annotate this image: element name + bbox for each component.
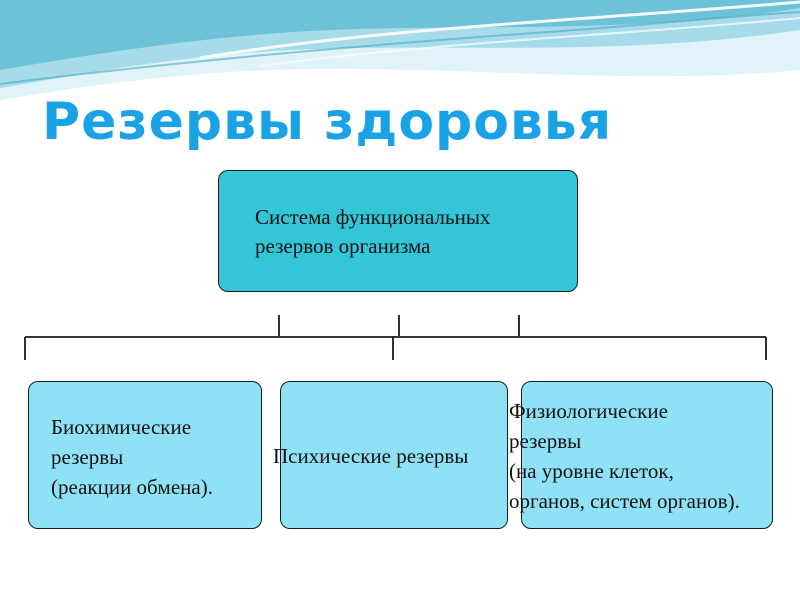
wave-line-white-2 <box>259 17 800 67</box>
wave-line-white <box>199 0 800 60</box>
box-text-line: Биохимические <box>51 415 192 439</box>
box-text-line: Психические резервы <box>273 444 469 468</box>
wave-line-blue <box>0 11 800 85</box>
box-text-line: органов, систем органов). <box>509 489 740 513</box>
box-psychic-reserves: Психические резервы <box>273 381 508 529</box>
box-functional-reserves: Система функциональных резервов организм… <box>218 170 578 292</box>
box-functional-reserves-text: Система функциональных резервов организм… <box>255 203 565 261</box>
box-text-line: Система функциональных <box>255 205 491 229</box>
slide-title: Резервы здоровья <box>42 92 613 152</box>
box-physiological-reserves-text: Физиологические резервы (на уровне клето… <box>509 396 740 516</box>
box-biochemical-reserves: Биохимические резервы (реакции обмена). <box>28 381 262 529</box>
box-text-line: резервов организма <box>255 234 431 258</box>
box-biochemical-reserves-text: Биохимические резервы (реакции обмена). <box>51 412 213 502</box>
box-psychic-reserves-text: Психические резервы <box>273 441 468 471</box>
box-text-line: (реакции обмена). <box>51 475 213 499</box>
box-text-line: Физиологические <box>509 399 668 423</box>
box-physiological-reserves: Физиологические резервы (на уровне клето… <box>509 381 773 529</box>
box-text-line: резервы <box>51 445 124 469</box>
wave-header-decoration <box>0 0 800 100</box>
box-text-line: (на уровне клеток, <box>509 459 674 483</box>
box-text-line: резервы <box>509 429 582 453</box>
